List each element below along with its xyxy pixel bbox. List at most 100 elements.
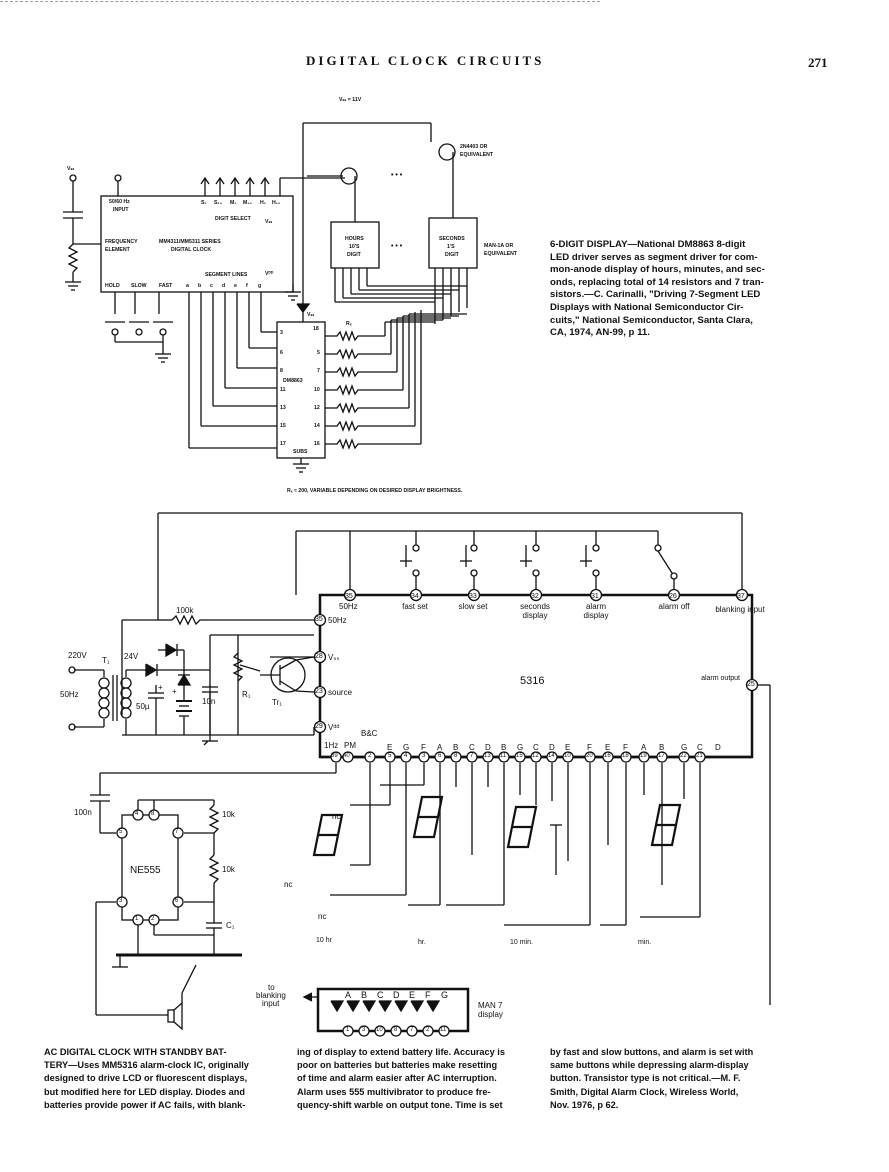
ne555-pin: 4 bbox=[135, 811, 139, 817]
header-seg: B bbox=[659, 743, 665, 752]
digit-label-hr: hr. bbox=[418, 939, 426, 946]
button-hold: HOLD bbox=[105, 283, 120, 289]
label-50u: 50µ bbox=[136, 702, 150, 711]
freq-element-2: ELEMENT bbox=[105, 247, 130, 253]
bottom-pin: 13 bbox=[484, 753, 491, 759]
ne555-pin: 7 bbox=[175, 829, 179, 835]
label-220v: 220V bbox=[68, 651, 87, 660]
label-alarm-output: alarm output bbox=[701, 675, 740, 682]
header-seg: A bbox=[641, 743, 647, 752]
vss-right-label: Vₛₛ bbox=[265, 219, 273, 225]
bottom-pin: 8 bbox=[454, 753, 458, 759]
man7-letter: A bbox=[345, 990, 352, 1000]
bottom-pin: 5 bbox=[388, 753, 392, 759]
label-nc-bottom: nc bbox=[318, 912, 327, 921]
pin-31: 31 bbox=[591, 593, 599, 600]
segment-letter: g bbox=[258, 283, 262, 289]
man7-letter: D bbox=[393, 990, 400, 1000]
header-seg: E bbox=[605, 743, 611, 752]
input-label-1: 50/60 Hz bbox=[109, 199, 130, 205]
chip-series: MM4311/MM5311 SERIES bbox=[159, 239, 221, 245]
figure-6-digit-display: Vₛₛ = 11V Vₛₛ 50/60 Hz INPUT S₁ S₁₀ M₁ M… bbox=[55, 92, 535, 497]
bottom-pin: 17 bbox=[658, 753, 665, 759]
caption-title: 6-DIGIT DISPLAY—National DM8863 8-digit bbox=[550, 239, 746, 250]
driver-pin: 18 bbox=[313, 326, 319, 332]
driver-pin: 12 bbox=[314, 405, 320, 411]
display-label-2: EQUIVALENT bbox=[484, 251, 518, 257]
pin-25: 25 bbox=[747, 681, 755, 688]
vdd-label: Vᴰᴰ bbox=[265, 271, 274, 277]
schematic-mm5316 bbox=[68, 512, 771, 1037]
bottom-pin: 6 bbox=[438, 753, 442, 759]
label-nc-top: nc bbox=[332, 812, 341, 821]
label-fast-set: fast set bbox=[402, 602, 428, 611]
bottom-pin: 39 bbox=[331, 753, 338, 759]
driver-pin: 7 bbox=[317, 368, 320, 374]
man7-pin: 3 bbox=[362, 1027, 366, 1033]
blanking-to: to bbox=[268, 983, 275, 992]
digit-select-pin: H₁ bbox=[260, 200, 266, 206]
label-50hz-left: 50Hz bbox=[328, 616, 347, 625]
label-10k-b: 10k bbox=[222, 865, 235, 874]
label-t1: T₁ bbox=[102, 656, 110, 665]
caption-line: LED driver serves as segment driver for … bbox=[550, 251, 758, 263]
driver-pin: 15 bbox=[280, 423, 286, 429]
driver-pin: 16 bbox=[314, 441, 320, 447]
caption-line: Alarm uses 555 multivibrator to produce … bbox=[297, 1086, 491, 1097]
caption-ac-digital-clock-col2: ing of display to extend battery life. A… bbox=[297, 1046, 542, 1112]
seconds-label-2: 1'S bbox=[447, 244, 455, 250]
label-plus-2: + bbox=[172, 687, 177, 696]
chip-5316: 5316 bbox=[520, 675, 545, 687]
label-50hz-top: 50Hz bbox=[339, 602, 358, 611]
caption-line: by fast and slow buttons, and alarm is s… bbox=[550, 1047, 754, 1057]
man7-pin: 7 bbox=[410, 1027, 414, 1033]
transistor-label-2: EQUIVALENT bbox=[460, 152, 494, 158]
rx-note: Rₓ ≈ 200, VARIABLE DEPENDING ON DESIRED … bbox=[287, 488, 463, 494]
pin-33: 33 bbox=[469, 593, 477, 600]
button-fast: FAST bbox=[159, 283, 173, 289]
label-10k-a: 10k bbox=[222, 810, 235, 819]
hours-label-1: HOURS bbox=[345, 236, 364, 242]
blanking-label: blanking bbox=[256, 991, 286, 1000]
label-vdd: Vᵈᵈ bbox=[328, 723, 340, 732]
ne555-pin: 8 bbox=[151, 811, 155, 817]
man7-letter: B bbox=[361, 990, 368, 1000]
caption-line: same buttons while depressing alarm-disp… bbox=[550, 1060, 749, 1071]
pin-29: 29 bbox=[315, 723, 323, 730]
driver-pin: 11 bbox=[280, 387, 286, 393]
driver-subs: SUBS bbox=[293, 449, 308, 455]
figure-ac-digital-clock: 35 34 33 32 31 26 37 50Hz fast set slow … bbox=[60, 505, 780, 1040]
header-seg: D bbox=[485, 743, 491, 752]
man7-letter: E bbox=[409, 990, 416, 1000]
segment-letter: c bbox=[210, 283, 213, 289]
header-seg: E bbox=[387, 743, 393, 752]
driver-vss: Vₛₛ bbox=[307, 312, 315, 318]
header-seg: C bbox=[469, 743, 475, 752]
man7-pin: 1 bbox=[346, 1027, 350, 1033]
driver-pin: 14 bbox=[314, 423, 320, 429]
caption-line: button. Transistor type is not critical.… bbox=[550, 1073, 741, 1084]
man7-pin: 2 bbox=[426, 1027, 430, 1033]
caption-line: Nov. 1976, p 62. bbox=[550, 1099, 619, 1110]
caption-line: mon-anode display of hours, minutes, and… bbox=[550, 264, 765, 276]
bottom-pin: 15 bbox=[516, 753, 523, 759]
header-seg: G bbox=[517, 743, 524, 752]
bottom-pin: 14 bbox=[548, 753, 555, 759]
bottom-pin: 19 bbox=[640, 753, 647, 759]
bottom-pin: 22 bbox=[680, 753, 687, 759]
bottom-pin: 20 bbox=[586, 753, 593, 759]
segment-letter: d bbox=[222, 283, 226, 289]
man7-pin: 8 bbox=[394, 1027, 398, 1033]
label-alarm-display: alarm display bbox=[583, 602, 609, 620]
label-source: source bbox=[328, 688, 353, 697]
pin-23: 23 bbox=[315, 688, 323, 695]
header-seg: G bbox=[403, 743, 410, 752]
man7-pin: 10 bbox=[376, 1027, 383, 1033]
header-seg: C bbox=[697, 743, 703, 752]
bottom-pin: 2 bbox=[368, 753, 372, 759]
label-seconds-display: seconds display bbox=[520, 602, 550, 620]
driver-pin: 10 bbox=[314, 387, 320, 393]
header-seg: G bbox=[681, 743, 688, 752]
label-24v: 24V bbox=[124, 652, 139, 661]
header-seg: D bbox=[715, 743, 721, 752]
